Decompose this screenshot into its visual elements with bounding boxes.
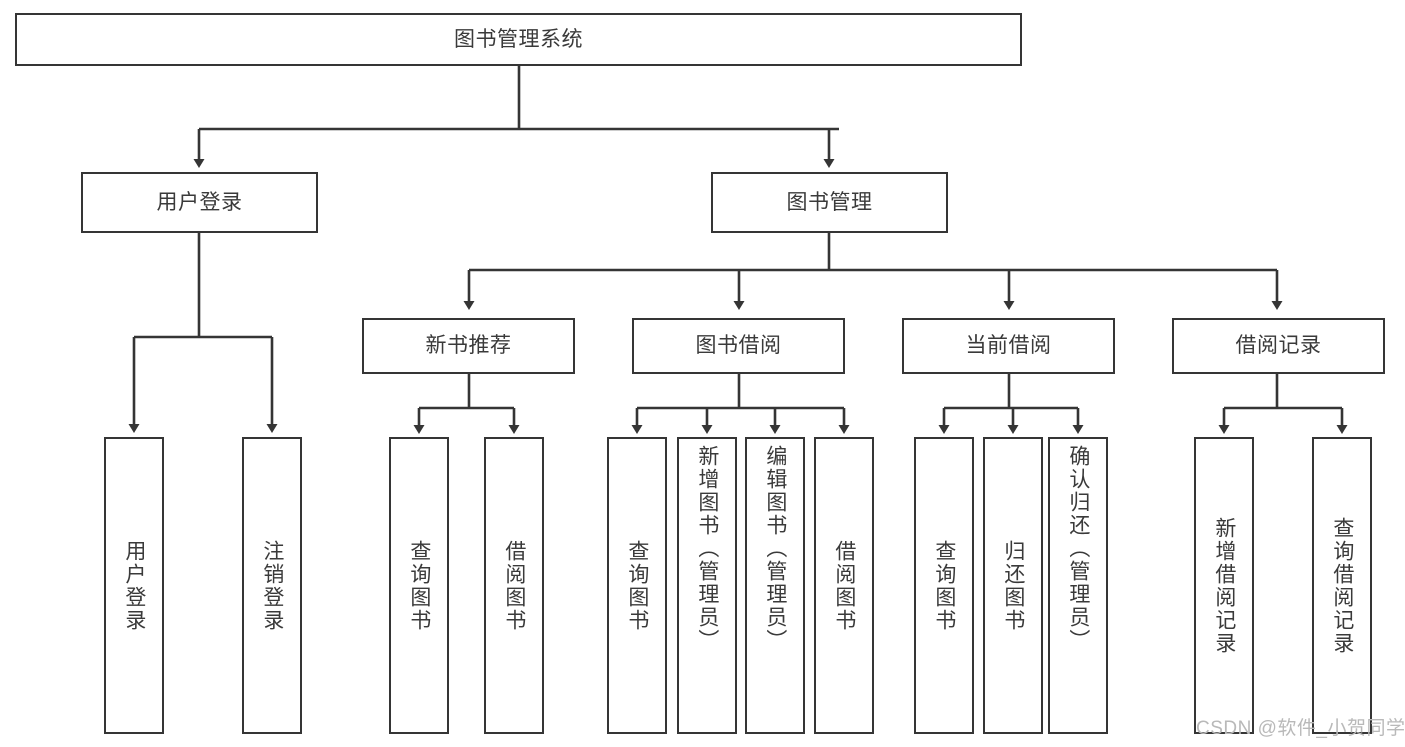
leaf-user-login-login[interactable]: 用户登录 — [104, 437, 164, 734]
node-label: 借阅图书 — [832, 539, 856, 632]
node-label: 借阅记录 — [1235, 334, 1322, 358]
node-current-borrow[interactable]: 当前借阅 — [902, 318, 1115, 374]
node-book-management[interactable]: 图书管理 — [711, 172, 948, 233]
node-label: 用户登录 — [156, 190, 243, 214]
node-user-login[interactable]: 用户登录 — [81, 172, 318, 233]
node-label: 查询图书 — [625, 539, 649, 632]
leaf-current-borrow-query[interactable]: 查询图书 — [914, 437, 974, 734]
node-label: 用户登录 — [122, 539, 146, 632]
node-label: 新书推荐 — [425, 334, 512, 358]
node-label: 图书管理 — [786, 190, 873, 214]
node-label: 注销登录 — [260, 539, 284, 632]
leaf-user-login-logout[interactable]: 注销登录 — [242, 437, 302, 734]
node-label: 新增图书（管理员） — [695, 445, 719, 652]
leaf-new-book-borrow[interactable]: 借阅图书 — [484, 437, 544, 734]
node-book-borrow[interactable]: 图书借阅 — [632, 318, 845, 374]
node-label: 图书管理系统 — [454, 27, 583, 51]
node-label: 确认归还（管理员） — [1066, 445, 1090, 652]
node-label: 查询图书 — [407, 539, 431, 632]
node-new-book-recommend[interactable]: 新书推荐 — [362, 318, 575, 374]
leaf-borrow-record-add[interactable]: 新增借阅记录 — [1194, 437, 1254, 734]
leaf-book-borrow-add[interactable]: 新增图书（管理员） — [677, 437, 737, 734]
node-label: 图书借阅 — [695, 334, 782, 358]
node-borrow-record[interactable]: 借阅记录 — [1172, 318, 1385, 374]
node-label: 新增借阅记录 — [1212, 516, 1236, 655]
node-label: 归还图书 — [1001, 539, 1025, 632]
node-label: 借阅图书 — [502, 539, 526, 632]
leaf-borrow-record-query[interactable]: 查询借阅记录 — [1312, 437, 1372, 734]
leaf-new-book-query[interactable]: 查询图书 — [389, 437, 449, 734]
node-root-system[interactable]: 图书管理系统 — [15, 13, 1022, 66]
node-label: 编辑图书（管理员） — [763, 445, 787, 652]
node-label: 查询图书 — [932, 539, 956, 632]
leaf-book-borrow-lend[interactable]: 借阅图书 — [814, 437, 874, 734]
leaf-current-borrow-return[interactable]: 归还图书 — [983, 437, 1043, 734]
node-label: 当前借阅 — [965, 334, 1052, 358]
leaf-book-borrow-edit[interactable]: 编辑图书（管理员） — [745, 437, 805, 734]
node-label: 查询借阅记录 — [1330, 516, 1354, 655]
leaf-book-borrow-query[interactable]: 查询图书 — [607, 437, 667, 734]
leaf-current-borrow-confirm-return[interactable]: 确认归还（管理员） — [1048, 437, 1108, 734]
